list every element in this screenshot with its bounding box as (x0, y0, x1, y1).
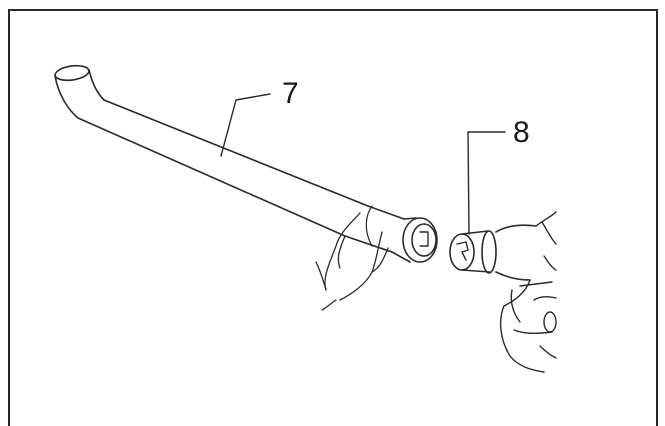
leader-line-8 (467, 131, 506, 235)
pipe-connector-ring (402, 217, 438, 263)
pipe-top-edge (103, 99, 369, 207)
callout-label-8: 8 (513, 116, 530, 149)
tool-outlet (449, 224, 537, 281)
leader-line-7 (220, 93, 271, 157)
nozzle-pipe (54, 64, 438, 263)
nozzle-mouth (54, 64, 90, 82)
tool-body (499, 211, 557, 373)
hand (315, 212, 389, 311)
callout-label-7: 7 (282, 77, 299, 110)
pipe-bottom-edge (77, 117, 346, 237)
